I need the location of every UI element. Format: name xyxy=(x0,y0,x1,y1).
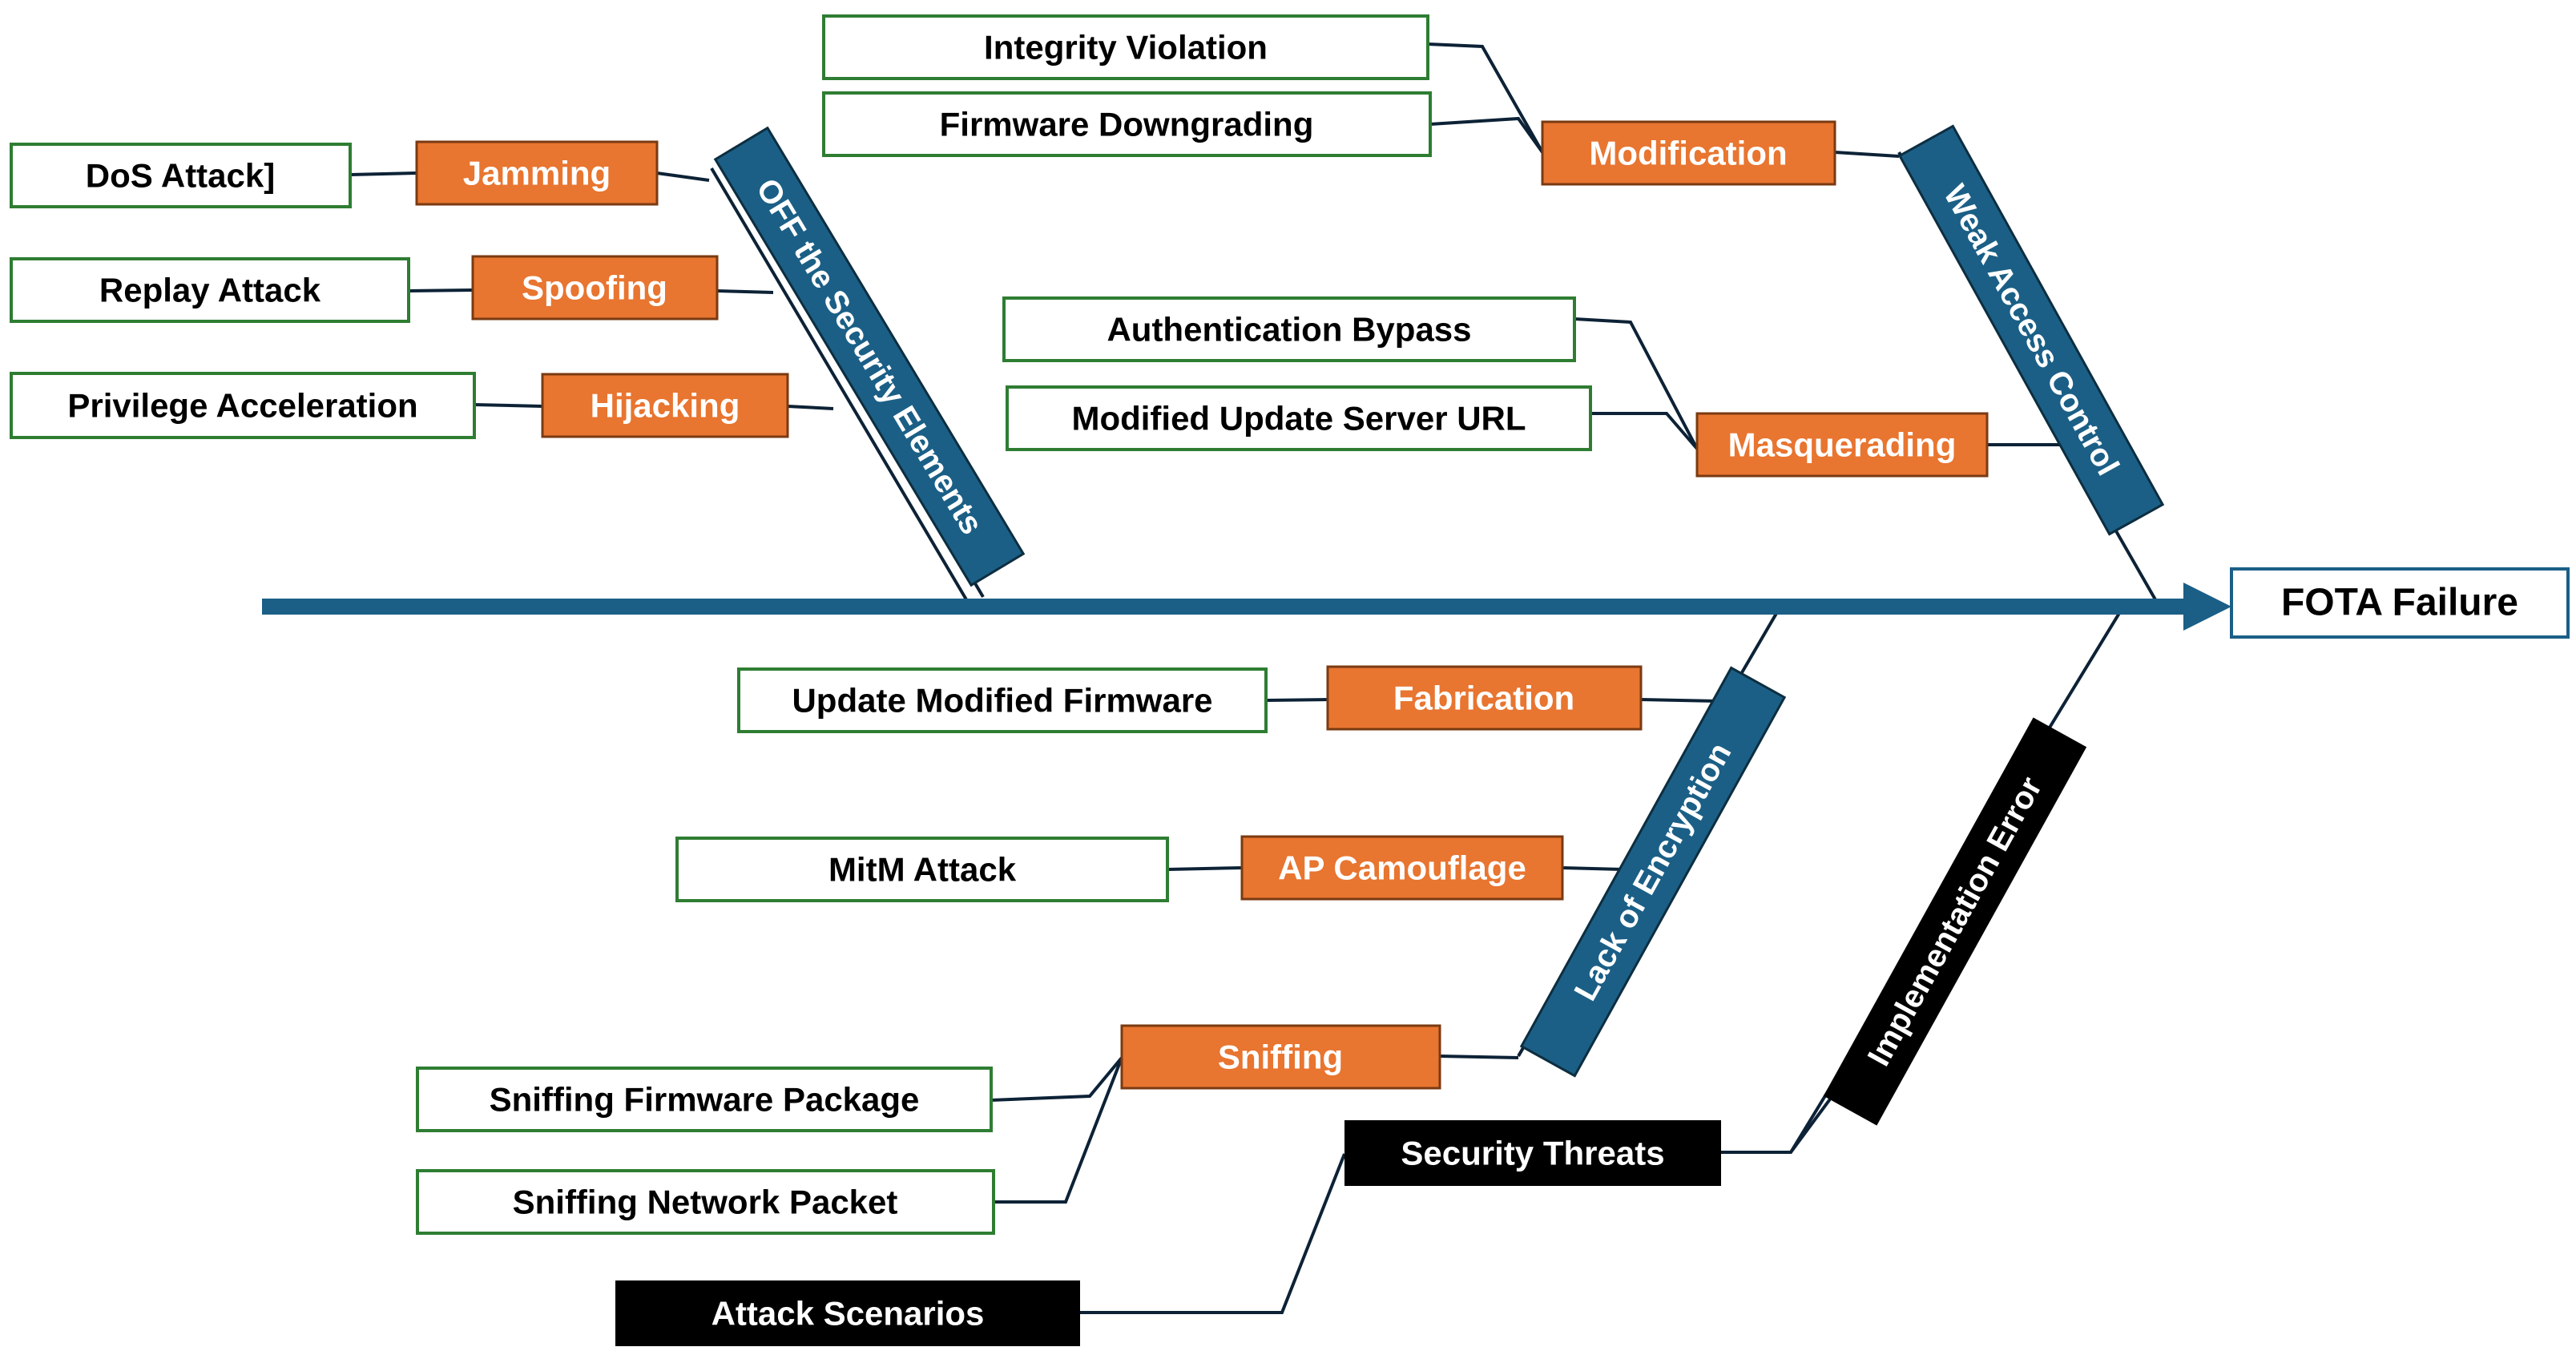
threat-box: Masquerading xyxy=(1695,412,1989,478)
conn-authbypass-masquerading xyxy=(1574,317,1699,450)
conn-dos-jamming xyxy=(349,171,417,176)
attack-box: DoS Attack] xyxy=(10,143,352,208)
attack-label: Modified Update Server URL xyxy=(1071,400,1526,438)
category-implementation-error-label: Implementation Error xyxy=(1861,771,2050,1071)
attack-label: Integrity Violation xyxy=(984,29,1268,67)
conn-sniffing-bone xyxy=(1439,1055,1519,1059)
conn-package-sniffing xyxy=(990,1056,1123,1102)
conn-fabrication-bone xyxy=(1640,698,1719,703)
attack-label: Firmware Downgrading xyxy=(940,106,1314,143)
legend-security-threats: Security Threats xyxy=(1344,1120,1721,1186)
conn-spoofing-bone xyxy=(716,289,774,294)
conn-packet-sniffing xyxy=(994,1057,1123,1204)
attack-label: Update Modified Firmware xyxy=(792,682,1212,720)
bone-off-security-line-a xyxy=(710,167,971,607)
category-implementation-error: Implementation Error xyxy=(1823,717,2087,1126)
attack-box: Modified Update Server URL xyxy=(1006,385,1592,451)
attack-box: Authentication Bypass xyxy=(1002,296,1576,362)
conn-threats-implementation xyxy=(1721,1080,1844,1154)
threat-box: Sniffing xyxy=(1120,1024,1441,1090)
conn-jamming-bone xyxy=(656,171,710,182)
threat-label: Modification xyxy=(1589,135,1787,172)
threat-box: Hijacking xyxy=(541,373,789,438)
conn-privilege-hijacking xyxy=(474,403,543,408)
attack-label: MitM Attack xyxy=(828,851,1017,889)
spine-arrowhead xyxy=(2183,583,2231,631)
threat-label: Jamming xyxy=(463,155,611,192)
conn-downgrading-modification xyxy=(1429,116,1544,154)
threat-box: Spoofing xyxy=(471,255,719,321)
attack-box: Sniffing Network Packet xyxy=(416,1169,995,1235)
legend-security-threats-label: Security Threats xyxy=(1401,1135,1664,1172)
conn-scenarios-threats xyxy=(1080,1153,1346,1314)
conn-camouflage-bone xyxy=(1562,866,1623,871)
attack-label: Sniffing Firmware Package xyxy=(490,1081,920,1119)
threat-box: Fabrication xyxy=(1326,665,1643,731)
threat-label: Spoofing xyxy=(522,269,667,307)
conn-hijacking-bone xyxy=(787,405,834,410)
conn-replay-spoofing xyxy=(408,288,474,292)
legend-attack-scenarios: Attack Scenarios xyxy=(615,1280,1080,1346)
attack-box: Privilege Acceleration xyxy=(10,372,476,439)
effect-box: FOTA Failure xyxy=(2230,567,2570,639)
legend-attack-scenarios-label: Attack Scenarios xyxy=(712,1295,985,1333)
threat-label: Hijacking xyxy=(591,387,740,425)
attack-box: MitM Attack xyxy=(675,837,1169,902)
attack-box: Sniffing Firmware Package xyxy=(416,1067,993,1132)
attack-label: Authentication Bypass xyxy=(1107,311,1471,349)
conn-modification-bone xyxy=(1834,151,1900,158)
threat-label: Sniffing xyxy=(1218,1038,1343,1076)
threat-label: AP Camouflage xyxy=(1278,849,1526,887)
category-off-security: OFF the Security Elements xyxy=(713,126,1026,587)
attack-label: Sniffing Network Packet xyxy=(513,1184,898,1221)
attack-label: DoS Attack] xyxy=(86,157,275,195)
category-off-security-label: OFF the Security Elements xyxy=(749,173,990,541)
threat-label: Masquerading xyxy=(1728,426,1957,464)
attack-label: Replay Attack xyxy=(99,272,321,309)
effect-label: FOTA Failure xyxy=(2281,582,2518,624)
attack-label: Privilege Acceleration xyxy=(67,387,417,425)
attack-box: Update Modified Firmware xyxy=(737,667,1268,733)
threat-box: Jamming xyxy=(415,140,659,206)
conn-mitm-camouflage xyxy=(1167,866,1243,871)
conn-serverurl-masquerading xyxy=(1590,412,1699,450)
threat-label: Fabrication xyxy=(1393,680,1574,717)
category-lack-encryption-label: Lack of Encryption xyxy=(1567,737,1738,1006)
attack-box: Integrity Violation xyxy=(822,14,1429,80)
conn-integrity-modification xyxy=(1427,42,1544,153)
threat-box: AP Camouflage xyxy=(1240,835,1564,901)
attack-box: Replay Attack xyxy=(10,257,410,323)
attack-box: Firmware Downgrading xyxy=(822,91,1432,157)
threat-box: Modification xyxy=(1541,120,1836,186)
